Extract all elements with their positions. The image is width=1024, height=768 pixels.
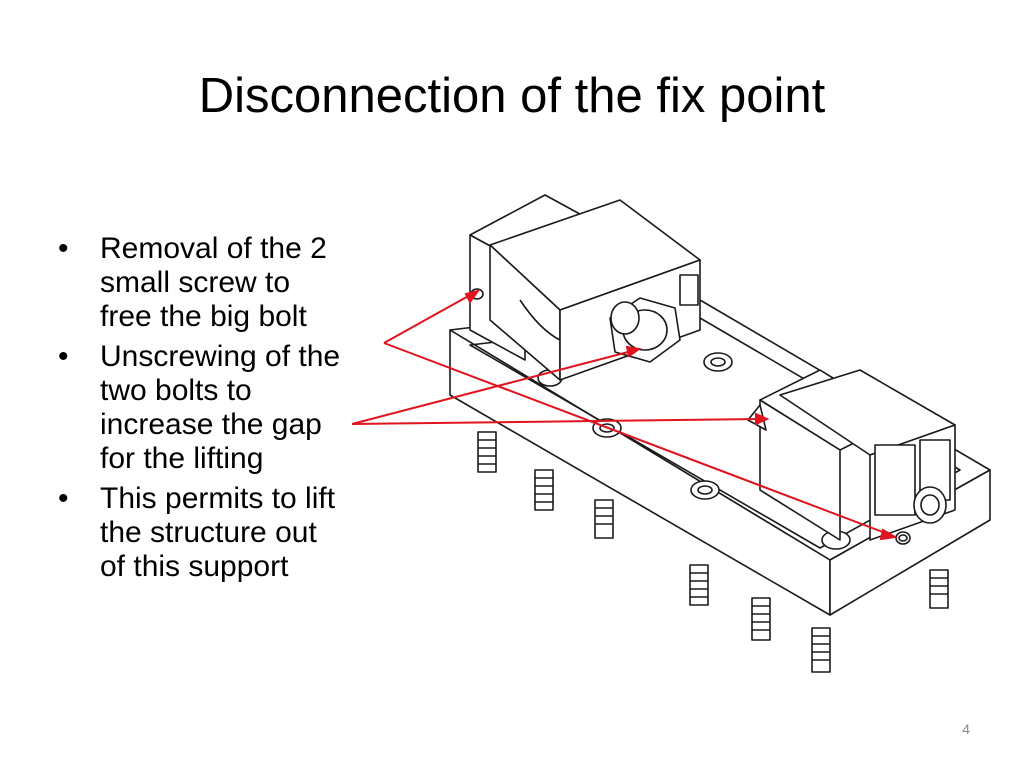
bullet-line: small screw to <box>100 266 291 299</box>
bullet-dot: • <box>58 482 69 515</box>
bullet-line: This permits to lift <box>100 482 336 515</box>
callout-arrows <box>351 289 898 541</box>
bullet-line: Unscrewing of the <box>100 340 341 373</box>
bullet-line: the structure out <box>100 516 317 549</box>
slide-title: Disconnection of the fix point <box>198 69 826 123</box>
bullet-line: increase the gap <box>100 408 322 441</box>
big-bolt-icon <box>609 297 681 363</box>
bullet-line: for the lifting <box>100 442 264 475</box>
page-number: 4 <box>962 721 970 737</box>
bullet-line: of this support <box>100 550 289 583</box>
bullet-item-2: • Unscrewing of the two bolts to increas… <box>56 340 426 476</box>
threaded-studs <box>477 431 949 673</box>
bullet-dot: • <box>58 340 69 373</box>
bullet-dot: • <box>58 232 69 265</box>
bullet-item-1: • Removal of the 2 small screw to free t… <box>56 232 426 334</box>
bullet-line: two bolts to <box>100 374 252 407</box>
bullet-list: • Removal of the 2 small screw to free t… <box>56 232 426 590</box>
bullet-line: free the big bolt <box>100 300 307 333</box>
bullet-item-3: • This permits to lift the structure out… <box>56 482 426 584</box>
bullet-line: Removal of the 2 <box>100 232 327 265</box>
